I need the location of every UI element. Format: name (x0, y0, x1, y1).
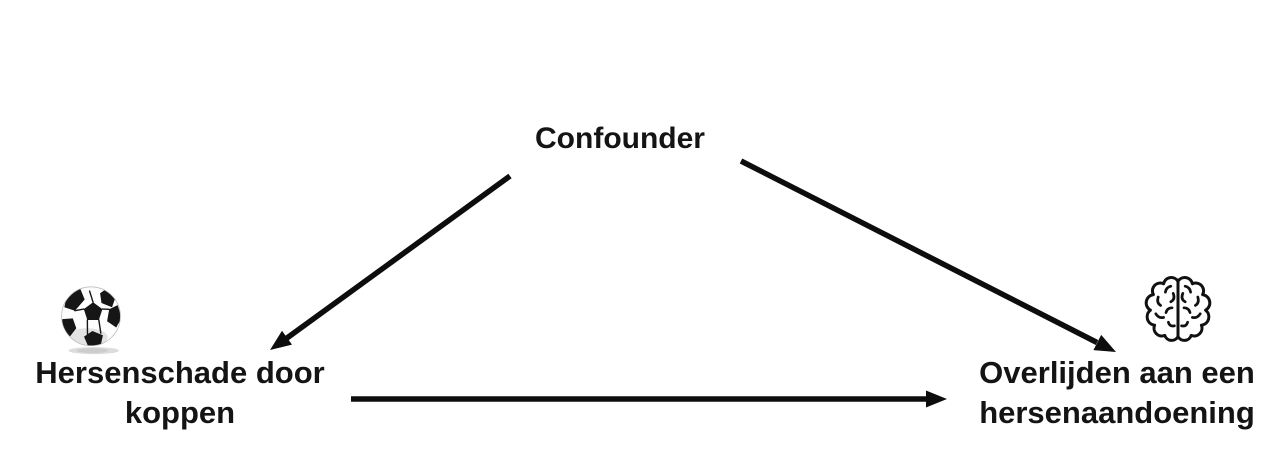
arrow-confounder-to-outcome (739, 158, 1116, 352)
confounder-label: Confounder (535, 122, 705, 155)
brain-icon (1142, 271, 1214, 347)
exposure-label-line1: Hersenschade door (35, 355, 325, 390)
outcome-label-line1: Overlijden aan een (979, 355, 1255, 390)
arrow-exposure-to-outcome (351, 390, 947, 408)
outcome-label: Overlijden aan een hersenaandoening (947, 353, 1280, 433)
exposure-label: Hersenschade door koppen (10, 353, 350, 433)
arrow-confounder-to-exposure (270, 173, 512, 350)
soccer-ball-icon (56, 284, 126, 357)
outcome-label-line2: hersenaandoening (979, 395, 1255, 430)
exposure-label-line2: koppen (124, 395, 236, 430)
